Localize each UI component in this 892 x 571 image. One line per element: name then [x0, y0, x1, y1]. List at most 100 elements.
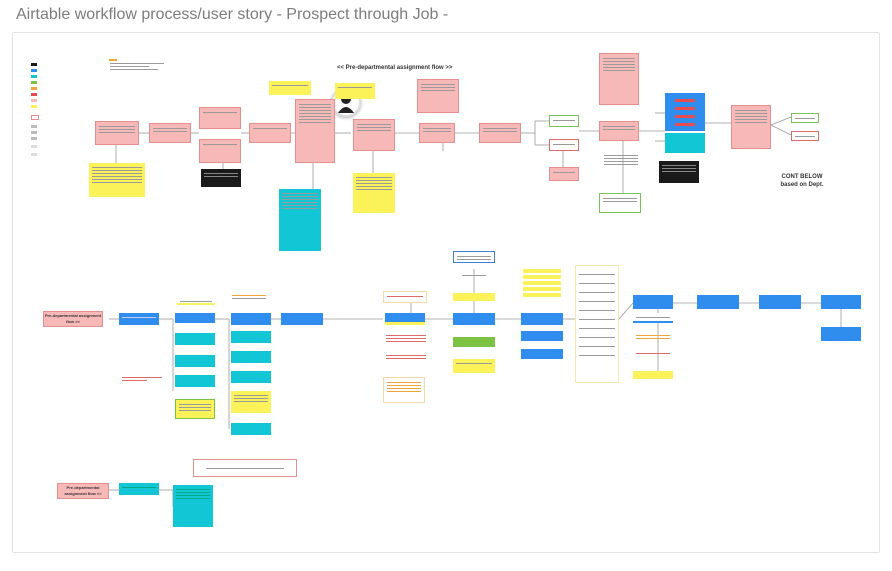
flow-node[interactable]	[119, 483, 159, 495]
flow-node[interactable]	[521, 313, 563, 325]
flow-node[interactable]	[281, 313, 323, 325]
note-sticky[interactable]	[353, 173, 395, 213]
flow-node[interactable]	[231, 423, 271, 435]
whiteboard-canvas[interactable]: << Pre-departmental assignment flow >> C…	[12, 32, 880, 553]
flow-node[interactable]	[173, 485, 213, 527]
flow-node[interactable]	[419, 123, 455, 143]
tag-bar	[675, 123, 695, 126]
decision-yes[interactable]	[791, 113, 819, 123]
flow-node[interactable]	[231, 351, 271, 363]
note-sticky[interactable]	[269, 81, 311, 95]
text-snippet	[107, 57, 167, 79]
flow-node[interactable]	[453, 337, 495, 347]
section-heading: << Pre-departmental assignment flow >>	[337, 65, 453, 71]
flow-node[interactable]	[633, 313, 673, 323]
flow-node[interactable]	[201, 169, 241, 187]
legend-swatch	[31, 69, 37, 72]
text-note	[601, 151, 641, 181]
flow-node[interactable]	[417, 79, 459, 113]
note-sticky[interactable]	[89, 163, 145, 197]
row-label: Pre-departmental assignment flow >>	[43, 311, 103, 327]
legend-swatch	[31, 87, 37, 90]
note-sticky[interactable]	[335, 83, 375, 99]
page-title: Airtable workflow process/user story - P…	[16, 6, 449, 23]
department-card[interactable]	[665, 93, 705, 153]
flow-node[interactable]	[231, 331, 271, 343]
text-note	[633, 331, 673, 343]
cont-below-note: CONT BELOW based on Dept.	[767, 173, 837, 189]
flow-node[interactable]	[383, 377, 425, 403]
legend-swatch	[31, 75, 37, 78]
flow-node[interactable]	[521, 349, 563, 359]
note-sticky[interactable]	[231, 391, 271, 413]
flow-node[interactable]	[821, 295, 861, 309]
decision-yes[interactable]	[549, 115, 579, 127]
flow-node[interactable]	[385, 313, 425, 325]
flow-node[interactable]	[175, 375, 215, 387]
flow-node[interactable]	[479, 123, 521, 143]
legend-swatch	[31, 125, 37, 128]
flow-node[interactable]	[759, 295, 801, 309]
flow-node[interactable]	[383, 291, 427, 303]
flow-node[interactable]	[697, 295, 739, 309]
flow-node[interactable]	[231, 371, 271, 383]
flow-node[interactable]	[149, 123, 191, 143]
legend-swatch	[31, 153, 37, 156]
flow-node[interactable]	[731, 105, 771, 149]
options-list[interactable]	[575, 265, 619, 383]
flow-node[interactable]	[549, 167, 579, 181]
note-sticky[interactable]	[453, 293, 495, 301]
flow-node[interactable]	[95, 121, 139, 145]
tag-bar	[675, 115, 695, 118]
legend-swatch	[31, 81, 37, 84]
tag-bar	[675, 107, 695, 110]
flow-node[interactable]	[633, 295, 673, 309]
column-header	[177, 297, 215, 305]
note-sticky[interactable]	[453, 359, 495, 373]
legend-swatch	[31, 63, 37, 66]
flow-node[interactable]	[599, 193, 641, 213]
decision-no[interactable]	[791, 131, 819, 141]
cont-below-line2: based on Dept.	[780, 182, 824, 188]
note-sticky[interactable]	[279, 189, 321, 251]
column-header	[229, 291, 269, 305]
text-note	[383, 351, 429, 363]
sticky-stack	[521, 265, 563, 305]
text-note	[119, 373, 165, 385]
legend-swatch	[31, 131, 37, 134]
decision-no[interactable]	[549, 139, 579, 151]
flow-node[interactable]	[249, 123, 291, 143]
flow-node[interactable]	[231, 313, 271, 325]
legend-swatch	[31, 93, 37, 96]
flow-node[interactable]	[821, 327, 861, 341]
legend-swatch	[31, 99, 37, 102]
flow-node[interactable]	[175, 355, 215, 367]
flow-node[interactable]	[453, 313, 495, 325]
placeholder-frame[interactable]	[193, 459, 297, 477]
note-sticky[interactable]	[175, 399, 215, 419]
text-note	[453, 331, 497, 335]
flow-node[interactable]	[295, 99, 335, 163]
row-label: Pre-departmental assignment flow >>	[57, 483, 109, 499]
legend-swatch	[31, 115, 39, 120]
flow-node[interactable]	[175, 313, 215, 323]
legend-swatch	[31, 137, 37, 140]
cont-below-line1: CONT BELOW	[781, 174, 823, 180]
flow-node[interactable]	[353, 119, 395, 151]
tag-bar	[675, 99, 695, 102]
text-note	[633, 349, 673, 357]
note-sticky[interactable]	[633, 371, 673, 379]
flow-node[interactable]	[119, 313, 159, 325]
department-card-bottom	[665, 133, 705, 153]
flow-node[interactable]	[599, 53, 639, 105]
flow-node[interactable]	[199, 139, 241, 163]
flow-node[interactable]	[521, 331, 563, 341]
text-note	[383, 331, 429, 347]
flow-node[interactable]	[199, 107, 241, 129]
legend-swatch	[31, 105, 37, 108]
flow-node[interactable]	[659, 161, 699, 183]
legend-swatch	[31, 145, 37, 148]
flow-node[interactable]	[599, 121, 639, 141]
flow-node[interactable]	[175, 333, 215, 345]
flow-node[interactable]	[453, 251, 495, 263]
